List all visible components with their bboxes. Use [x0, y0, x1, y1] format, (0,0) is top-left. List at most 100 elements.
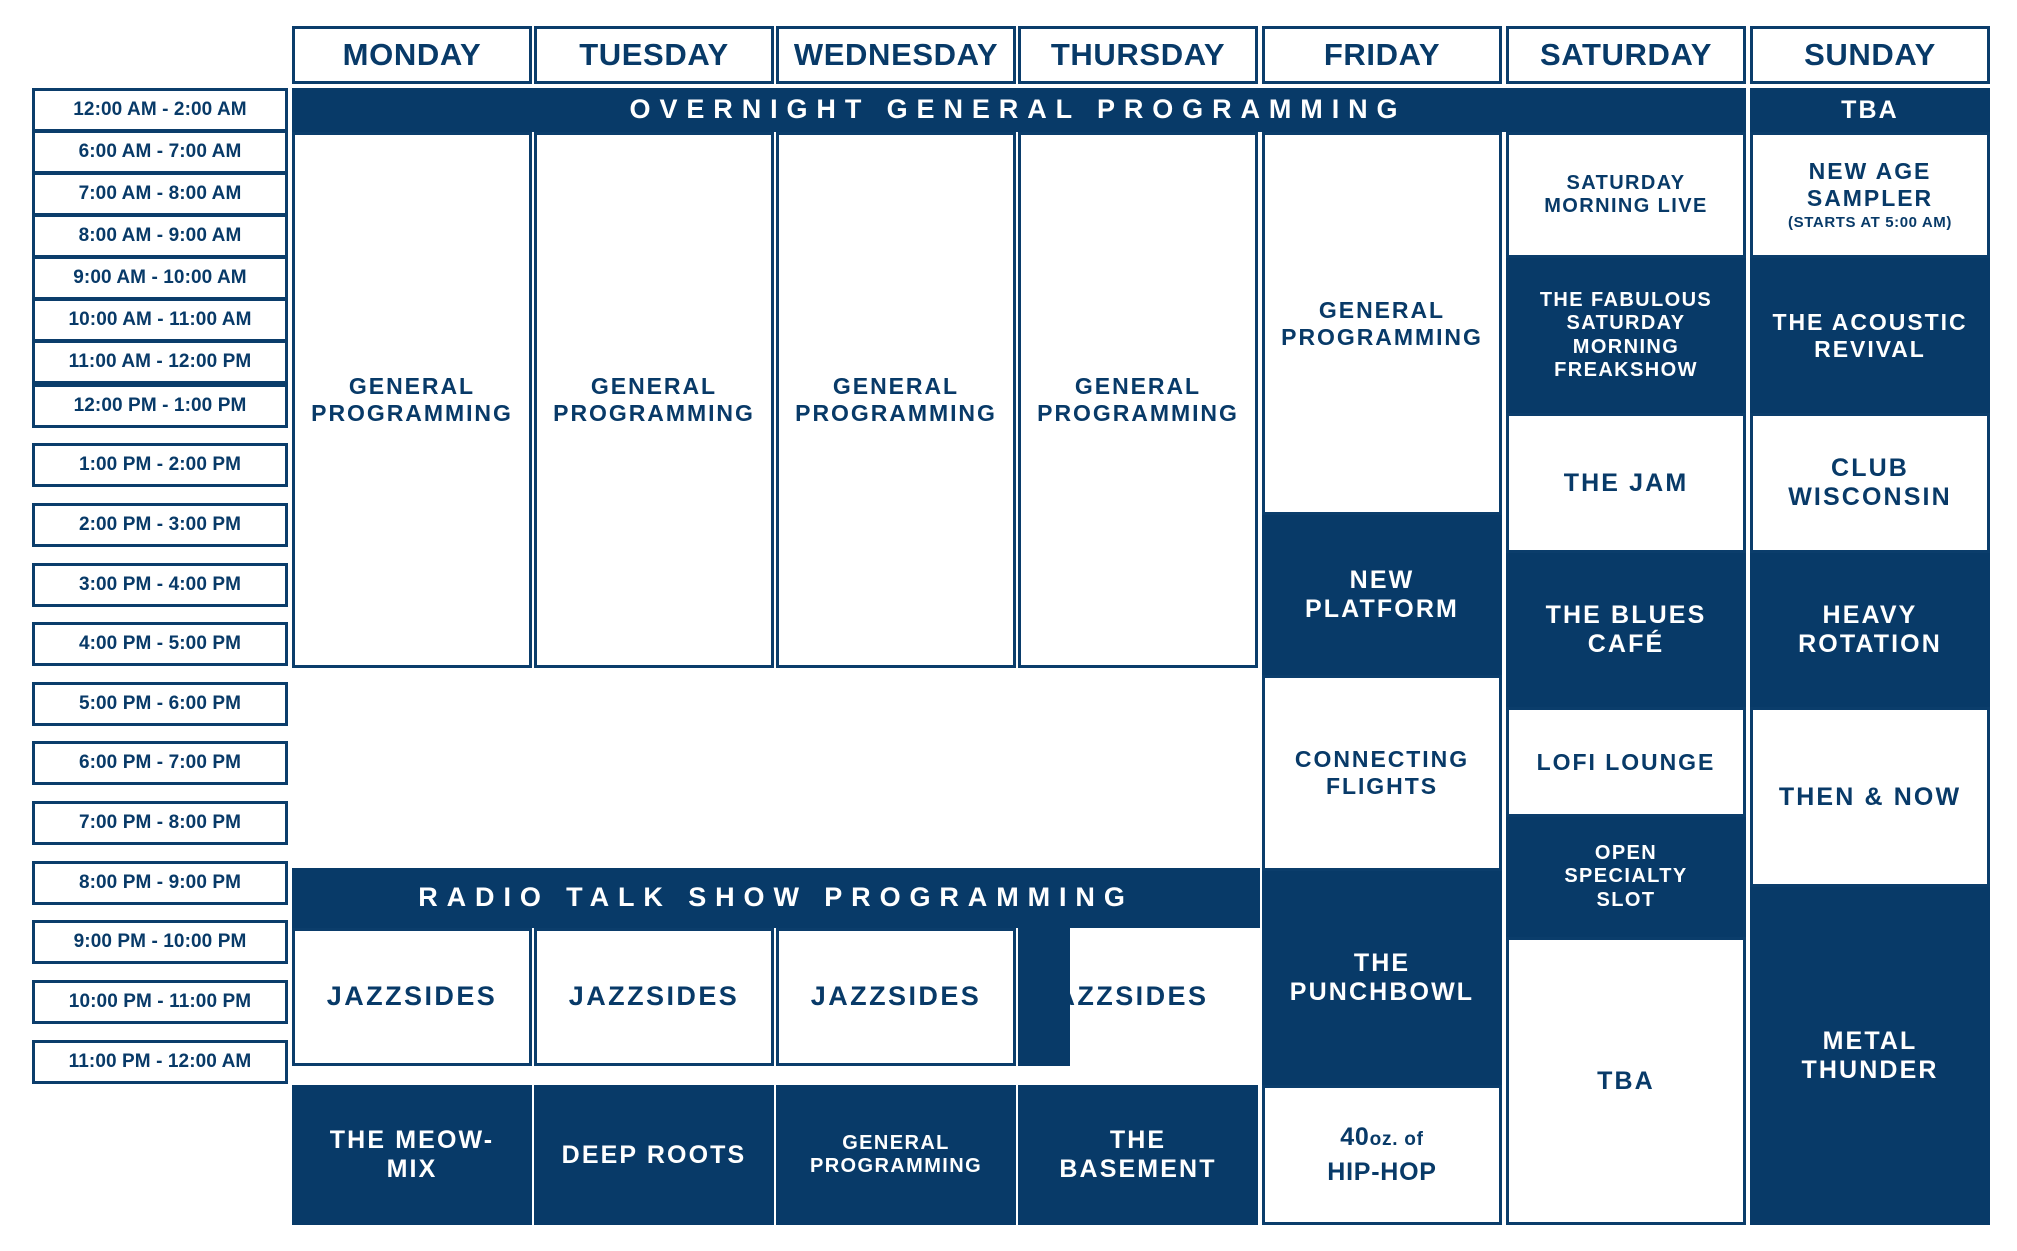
program-tuesday-general: GENERAL PROGRAMMING [534, 132, 774, 668]
time-slot-15: 8:00 PM - 9:00 PM [32, 861, 288, 905]
time-slot-0: 12:00 AM - 2:00 AM [32, 88, 288, 132]
time-slot-12: 5:00 PM - 6:00 PM [32, 682, 288, 726]
program-label: GENERAL PROGRAMMING [311, 373, 513, 426]
program-label-line1: 40oz. of [1340, 1123, 1423, 1152]
program-friday-connecting-flights: CONNECTING FLIGHTS [1262, 675, 1502, 871]
time-slot-label: 10:00 AM - 11:00 AM [68, 308, 252, 330]
time-slot-label: 8:00 AM - 9:00 AM [78, 224, 242, 246]
time-slot-label: 11:00 PM - 12:00 AM [68, 1050, 252, 1072]
banner-label: OVERNIGHT GENERAL PROGRAMMING [629, 94, 1407, 125]
time-slot-label: 1:00 PM - 2:00 PM [78, 453, 242, 475]
program-label: THE BLUES CAFÉ [1545, 601, 1707, 658]
program-label: JAZZSIDES [568, 981, 740, 1012]
thursday-talk-banner-notch [1018, 928, 1070, 1066]
program-label: NEW AGE SAMPLER [1806, 158, 1934, 211]
time-slot-label: 10:00 PM - 11:00 PM [68, 990, 252, 1012]
program-label: GENERAL PROGRAMMING [1037, 373, 1239, 426]
program-wednesday-jazzsides: JAZZSIDES [776, 928, 1016, 1066]
program-label: THE JAM [1563, 468, 1689, 497]
overnight-general-programming-banner: OVERNIGHT GENERAL PROGRAMMING [292, 88, 1744, 132]
program-label: THE ACOUSTIC REVIVAL [1772, 308, 1968, 362]
time-slot-17: 10:00 PM - 11:00 PM [32, 980, 288, 1024]
time-slot-label: 11:00 AM - 12:00 PM [68, 350, 252, 372]
program-friday-the-punchbowl: THE PUNCHBOWL [1262, 871, 1502, 1085]
program-label: METAL THUNDER [1801, 1027, 1939, 1084]
program-friday-40oz-hip-hop: 40oz. of HIP-HOP [1262, 1085, 1502, 1225]
program-label: JAZZSIDES [810, 981, 982, 1012]
program-friday-general: GENERAL PROGRAMMING [1262, 132, 1502, 515]
day-header-monday: MONDAY [292, 26, 532, 84]
time-slot-1: 6:00 AM - 7:00 AM [32, 130, 288, 174]
program-label: CLUB WISCONSIN [1788, 454, 1952, 511]
program-tuesday-jazzsides: JAZZSIDES [534, 928, 774, 1066]
program-label: THE MEOW-MIX [329, 1126, 495, 1183]
program-label-line2: HIP-HOP [1327, 1158, 1437, 1186]
day-header-wednesday: WEDNESDAY [776, 26, 1016, 84]
program-label: OPEN SPECIALTY SLOT [1564, 842, 1688, 911]
program-sunday-overnight-tba: TBA [1750, 88, 1990, 132]
day-header-sunday: SUNDAY [1750, 26, 1990, 84]
program-saturday-lofi-lounge: LOFI LOUNGE [1506, 707, 1746, 817]
time-slot-9: 2:00 PM - 3:00 PM [32, 503, 288, 547]
program-saturday-open-specialty-slot: OPEN SPECIALTY SLOT [1506, 817, 1746, 937]
day-header-label: SUNDAY [1804, 37, 1936, 73]
program-saturday-fabulous-freakshow: THE FABULOUS SATURDAY MORNING FREAKSHOW [1506, 258, 1746, 413]
day-header-label: TUESDAY [579, 37, 729, 73]
program-saturday-tba: TBA [1506, 937, 1746, 1225]
day-header-friday: FRIDAY [1262, 26, 1502, 84]
time-slot-16: 9:00 PM - 10:00 PM [32, 920, 288, 964]
time-slot-8: 1:00 PM - 2:00 PM [32, 443, 288, 487]
day-header-label: WEDNESDAY [793, 37, 999, 73]
time-slot-label: 8:00 PM - 9:00 PM [78, 871, 242, 893]
time-slot-4: 9:00 AM - 10:00 AM [32, 256, 288, 300]
program-start-note: (STARTS AT 5:00 AM) [1788, 214, 1952, 232]
program-tuesday-deep-roots: DEEP ROOTS [534, 1085, 774, 1225]
program-label: GENERAL PROGRAMMING [809, 1131, 983, 1177]
time-slot-7: 12:00 PM - 1:00 PM [32, 384, 288, 428]
program-label: THE FABULOUS SATURDAY MORNING FREAKSHOW [1539, 289, 1713, 381]
program-label: GENERAL PROGRAMMING [795, 373, 997, 426]
time-slot-11: 4:00 PM - 5:00 PM [32, 622, 288, 666]
program-wednesday-general: GENERAL PROGRAMMING [776, 132, 1016, 668]
program-sunday-new-age-sampler: NEW AGE SAMPLER (STARTS AT 5:00 AM) [1750, 132, 1990, 258]
day-header-label: FRIDAY [1323, 37, 1441, 73]
time-slot-18: 11:00 PM - 12:00 AM [32, 1040, 288, 1084]
program-label: LOFI LOUNGE [1536, 748, 1716, 775]
time-slot-10: 3:00 PM - 4:00 PM [32, 563, 288, 607]
time-slot-label: 12:00 PM - 1:00 PM [73, 394, 247, 416]
time-slot-2: 7:00 AM - 8:00 AM [32, 172, 288, 216]
program-saturday-morning-live: SATURDAY MORNING LIVE [1506, 132, 1746, 258]
time-slot-label: 3:00 PM - 4:00 PM [78, 573, 242, 595]
program-label: THEN & NOW [1778, 782, 1962, 811]
program-sunday-then-and-now: THEN & NOW [1750, 707, 1990, 887]
time-slot-6: 11:00 AM - 12:00 PM [32, 340, 288, 384]
day-header-label: MONDAY [342, 37, 482, 73]
day-header-label: SATURDAY [1539, 37, 1713, 73]
day-header-saturday: SATURDAY [1506, 26, 1746, 84]
program-label: HEAVY ROTATION [1798, 601, 1942, 658]
hiphop-number: 40 [1340, 1123, 1370, 1151]
time-slot-13: 6:00 PM - 7:00 PM [32, 741, 288, 785]
program-label: GENERAL PROGRAMMING [553, 373, 755, 426]
time-slot-label: 12:00 AM - 2:00 AM [73, 98, 247, 120]
day-header-tuesday: TUESDAY [534, 26, 774, 84]
program-monday-jazzsides: JAZZSIDES [292, 928, 532, 1066]
program-thursday-general: GENERAL PROGRAMMING [1018, 132, 1258, 668]
program-sunday-club-wisconsin: CLUB WISCONSIN [1750, 413, 1990, 553]
program-label: TBA [1597, 1066, 1655, 1095]
program-label: DEEP ROOTS [561, 1140, 747, 1169]
time-slot-label: 4:00 PM - 5:00 PM [78, 632, 242, 654]
program-label: THE PUNCHBOWL [1289, 949, 1475, 1006]
program-sunday-acoustic-revival: THE ACOUSTIC REVIVAL [1750, 258, 1990, 413]
program-label: GENERAL PROGRAMMING [1281, 296, 1483, 350]
program-thursday-jazzsides: JAZZSIDES [1070, 928, 1258, 1066]
day-header-thursday: THURSDAY [1018, 26, 1258, 84]
radio-talk-show-programming-banner: RADIO TALK SHOW PROGRAMMING [292, 868, 1260, 928]
time-slot-label: 9:00 AM - 10:00 AM [73, 266, 247, 288]
time-slot-label: 7:00 PM - 8:00 PM [78, 811, 242, 833]
day-header-label: THURSDAY [1050, 37, 1226, 73]
program-wednesday-general-late: GENERAL PROGRAMMING [776, 1085, 1016, 1225]
program-sunday-metal-thunder: METAL THUNDER [1750, 887, 1990, 1225]
program-saturday-blues-cafe: THE BLUES CAFÉ [1506, 553, 1746, 707]
